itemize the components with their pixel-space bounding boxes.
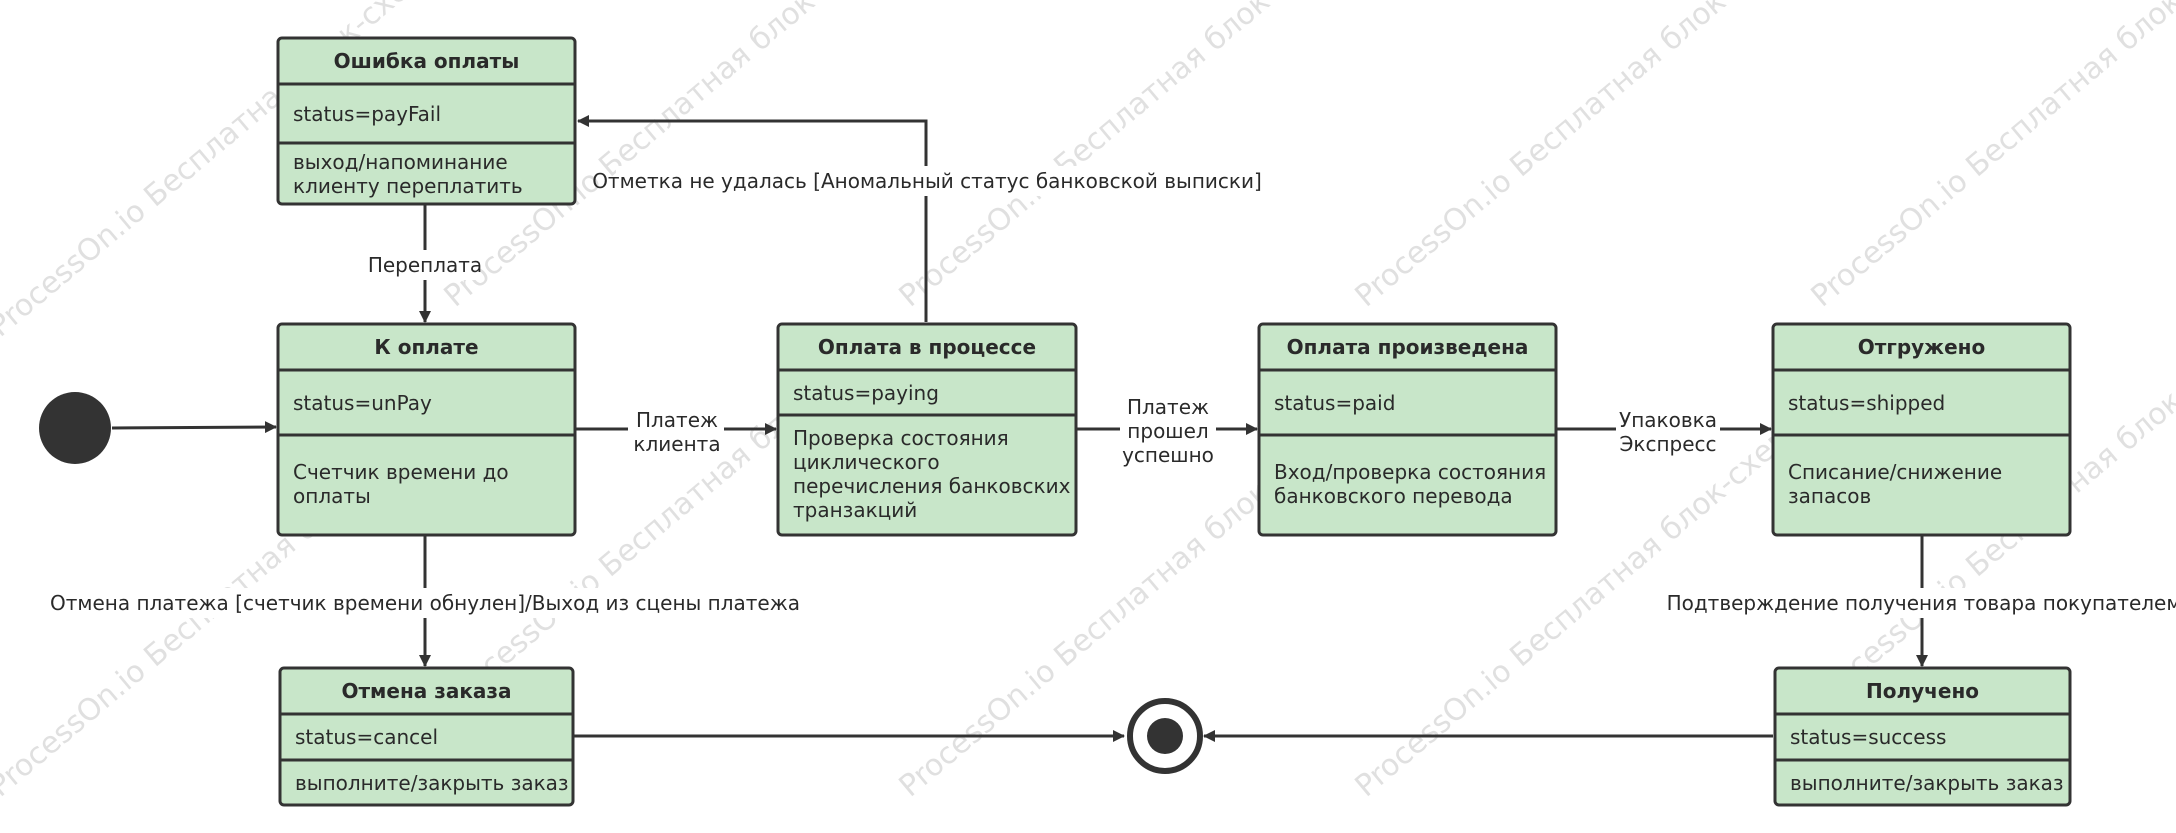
- label-pack-line: Упаковка: [1619, 408, 1717, 432]
- svg-text:Отмена платежа [счетчик времен: Отмена платежа [счетчик времени обнулен]…: [50, 591, 800, 615]
- state-unpaid-activity-line: оплаты: [293, 484, 371, 508]
- state-cancel[interactable]: Отмена заказа status=cancel выполните/за…: [278, 666, 575, 807]
- state-paying[interactable]: Оплата в процессе status=paying Проверка…: [776, 322, 1078, 537]
- state-payfail-activity-line: выход/напоминание: [293, 150, 508, 174]
- state-unpaid[interactable]: К оплате status=unPay Счетчик времени до…: [276, 322, 577, 537]
- label-confirm-line: Подтверждение получения товара покупател…: [1667, 591, 2176, 615]
- state-unpaid-title: К оплате: [374, 335, 478, 359]
- state-success-title: Получено: [1866, 679, 1979, 703]
- state-paid-activity-line: банковского перевода: [1274, 484, 1513, 508]
- svg-text:выполните/закрыть заказ: выполните/закрыть заказ: [1790, 771, 2064, 795]
- label-mark-failed: Отметка не удалась [Аномальный статус ба…: [592, 166, 1262, 196]
- label-client-pay-line: Платеж: [636, 408, 718, 432]
- state-payfail-activity-line: клиенту переплатить: [293, 174, 523, 198]
- state-paying-title: Оплата в процессе: [818, 335, 1036, 359]
- label-mark-failed-line: Отметка не удалась [Аномальный статус ба…: [592, 169, 1262, 193]
- label-cancel-pay: Отмена платежа [счетчик времени обнулен]…: [50, 588, 800, 618]
- label-overpay-line: Переплата: [368, 253, 482, 277]
- state-paying-activity-line: Проверка состояния: [793, 426, 1009, 450]
- states: Ошибка оплаты status=payFail выход/напом…: [276, 36, 2072, 807]
- state-shipped-title: Отгружено: [1858, 335, 1985, 359]
- state-cancel-status: status=cancel: [295, 725, 438, 749]
- svg-text:Подтверждение получения товара: Подтверждение получения товара покупател…: [1667, 591, 2176, 615]
- state-success[interactable]: Получено status=success выполните/закрыт…: [1773, 666, 2072, 807]
- state-success-activity-line: выполните/закрыть заказ: [1790, 771, 2064, 795]
- state-paid-title: Оплата произведена: [1287, 335, 1529, 359]
- state-shipped-status: status=shipped: [1788, 391, 1945, 415]
- label-cancel-pay-line: Отмена платежа [счетчик времени обнулен]…: [50, 591, 800, 615]
- label-pay-success-line: Платеж: [1127, 395, 1209, 419]
- watermark-text: ProcessOn.io Бесплатная блок-схема: [1349, 0, 1813, 314]
- state-shipped-activity-line: Списание/снижение: [1788, 460, 2002, 484]
- svg-text:Отметка не удалась [Аномальный: Отметка не удалась [Аномальный статус ба…: [592, 169, 1262, 193]
- initial-node: [39, 392, 111, 464]
- state-shipped-activity-line: запасов: [1788, 484, 1871, 508]
- label-client-pay-line: клиента: [633, 432, 720, 456]
- watermark-text: ProcessOn.io Бесплатная блок-схема: [1805, 0, 2176, 314]
- state-payfail-status: status=payFail: [293, 102, 441, 126]
- label-pack-line: Экспресс: [1619, 432, 1716, 456]
- state-payfail-title: Ошибка оплаты: [334, 49, 520, 73]
- svg-text:Переплата: Переплата: [368, 253, 482, 277]
- label-confirm: Подтверждение получения товара покупател…: [1667, 588, 2176, 618]
- label-pay-success-line: прошел: [1127, 419, 1208, 443]
- label-pay-success-line: успешно: [1122, 443, 1214, 467]
- state-shipped[interactable]: Отгружено status=shipped Списание/снижен…: [1771, 322, 2072, 537]
- state-paying-activity-line: транзакций: [793, 498, 917, 522]
- edge-initial-to-unpaid: [111, 421, 277, 434]
- watermark-text: ProcessOn.io Бесплатная блок-схема: [893, 0, 1357, 314]
- state-payfail[interactable]: Ошибка оплаты status=payFail выход/напом…: [276, 36, 577, 206]
- state-paying-activity-line: перечисления банковских: [793, 474, 1071, 498]
- edge-paying-to-payfail: [577, 115, 928, 322]
- state-paid[interactable]: Оплата произведена status=paid Вход/пров…: [1257, 322, 1558, 537]
- state-paid-activity-line: Вход/проверка состояния: [1274, 460, 1546, 484]
- state-paid-status: status=paid: [1274, 391, 1395, 415]
- state-success-status: status=success: [1790, 725, 1946, 749]
- final-node: [1127, 698, 1203, 774]
- state-cancel-activity-line: выполните/закрыть заказ: [295, 771, 569, 795]
- state-paying-status: status=paying: [793, 381, 939, 405]
- svg-text:выполните/закрыть заказ: выполните/закрыть заказ: [295, 771, 569, 795]
- state-cancel-title: Отмена заказа: [341, 679, 511, 703]
- label-overpay: Переплата: [368, 250, 482, 280]
- state-unpaid-status: status=unPay: [293, 391, 432, 415]
- state-paying-activity-line: циклического: [793, 450, 940, 474]
- state-unpaid-activity-line: Счетчик времени до: [293, 460, 509, 484]
